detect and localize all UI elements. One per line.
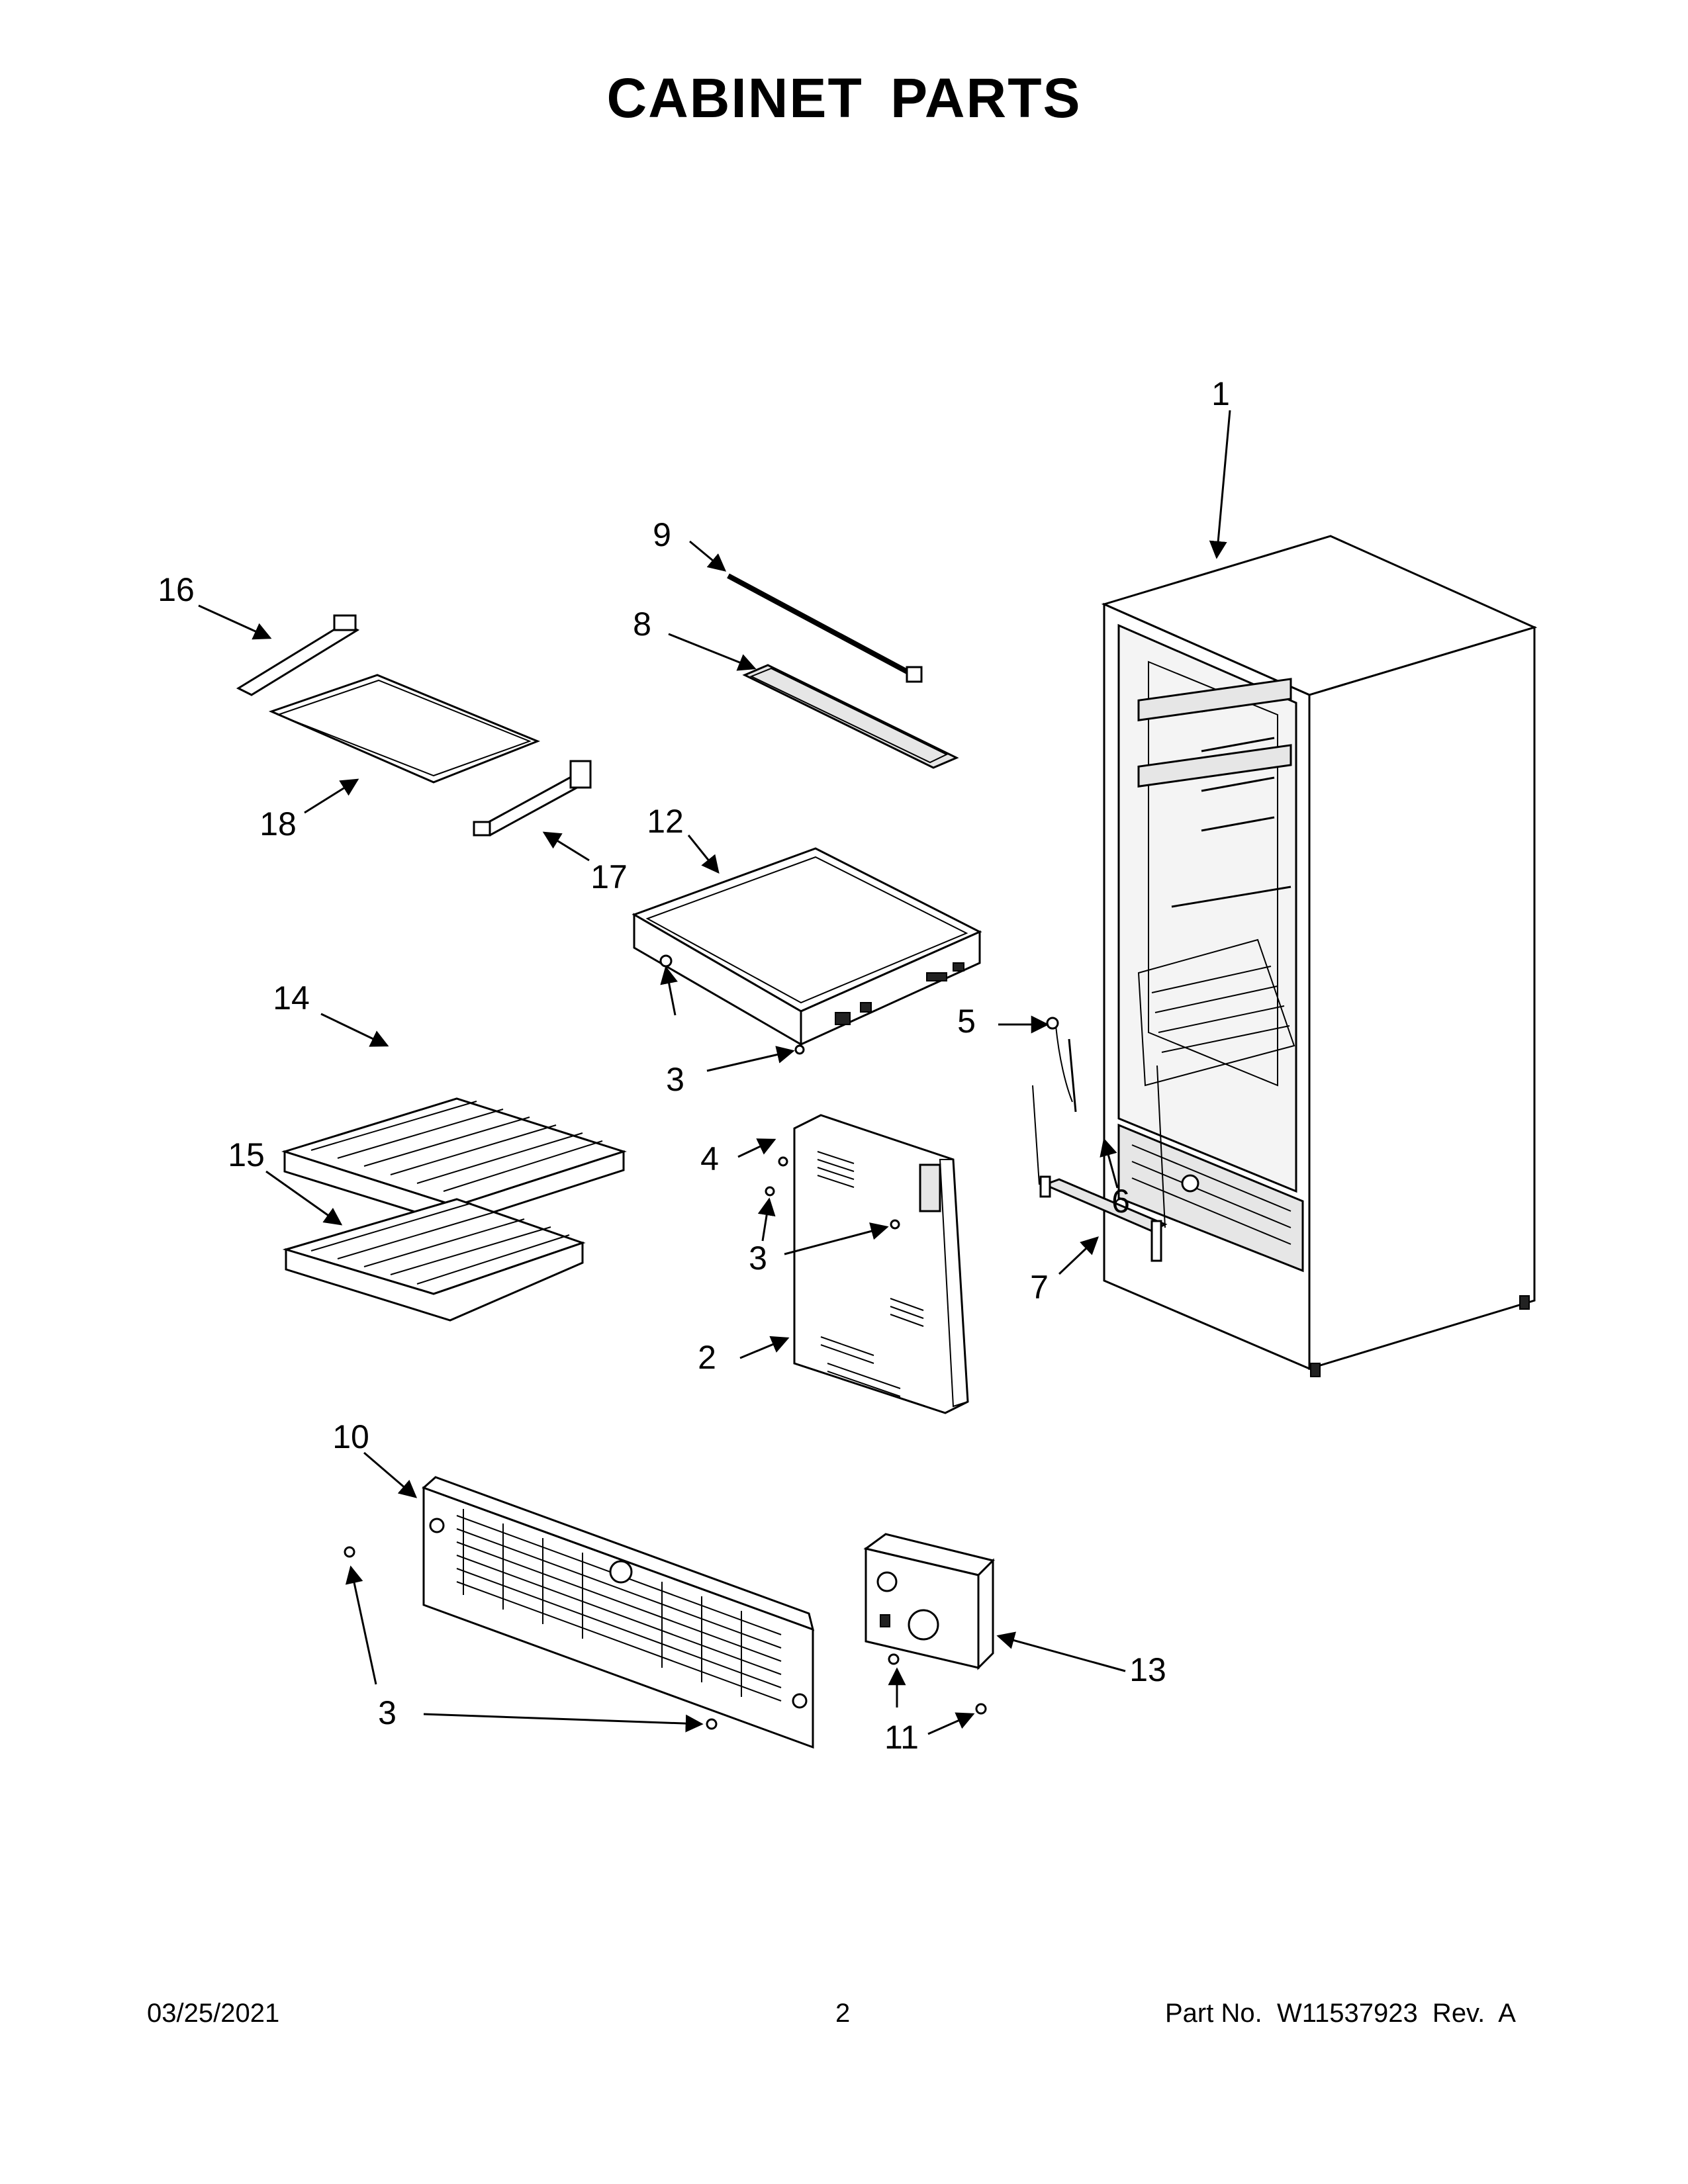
callout-leaders	[198, 410, 1231, 1735]
rail-part-17	[473, 760, 592, 837]
kick-grille-part-10	[344, 1476, 815, 1749]
rod-part-9	[727, 573, 923, 683]
callout-7: 7	[1030, 1269, 1049, 1306]
bracket-part-8	[742, 664, 959, 769]
control-box-part-12	[632, 847, 982, 1046]
callout-3-panel: 3	[749, 1240, 767, 1277]
footer-part-number: Part No. W11537923 Rev. A	[1165, 1999, 1516, 2028]
callout-18: 18	[259, 805, 297, 842]
callout-17: 17	[590, 858, 628, 895]
box-part-13	[863, 1533, 995, 1715]
callout-11: 11	[884, 1719, 919, 1756]
cabinet-part	[1101, 535, 1538, 1377]
callout-5: 5	[957, 1003, 976, 1040]
callout-9: 9	[653, 516, 671, 553]
callout-1: 1	[1211, 375, 1230, 412]
drawer-part-15	[282, 1198, 586, 1322]
callout-12: 12	[647, 803, 684, 840]
callout-14: 14	[273, 979, 310, 1017]
callout-3-grille: 3	[378, 1694, 397, 1731]
callout-4: 4	[700, 1140, 719, 1177]
glass-shelf-part-18	[268, 674, 541, 784]
callout-13: 13	[1129, 1651, 1166, 1688]
callout-16: 16	[158, 571, 195, 608]
footer-date: 03/25/2021	[147, 1999, 280, 2028]
callout-15: 15	[228, 1136, 265, 1173]
callout-2: 2	[698, 1339, 716, 1376]
page-title: CABINET PARTS	[606, 67, 1082, 129]
footer-page-number: 2	[835, 1999, 851, 2028]
rear-panel-part-2	[765, 1114, 969, 1414]
callout-3-cover: 3	[666, 1061, 684, 1098]
callout-10: 10	[332, 1418, 369, 1455]
rail-part-16	[236, 614, 360, 696]
drawer-part-14	[281, 1097, 627, 1226]
hinge-parts-5-6-7	[1032, 1017, 1168, 1262]
callout-8: 8	[633, 606, 651, 643]
callout-6: 6	[1111, 1183, 1130, 1220]
